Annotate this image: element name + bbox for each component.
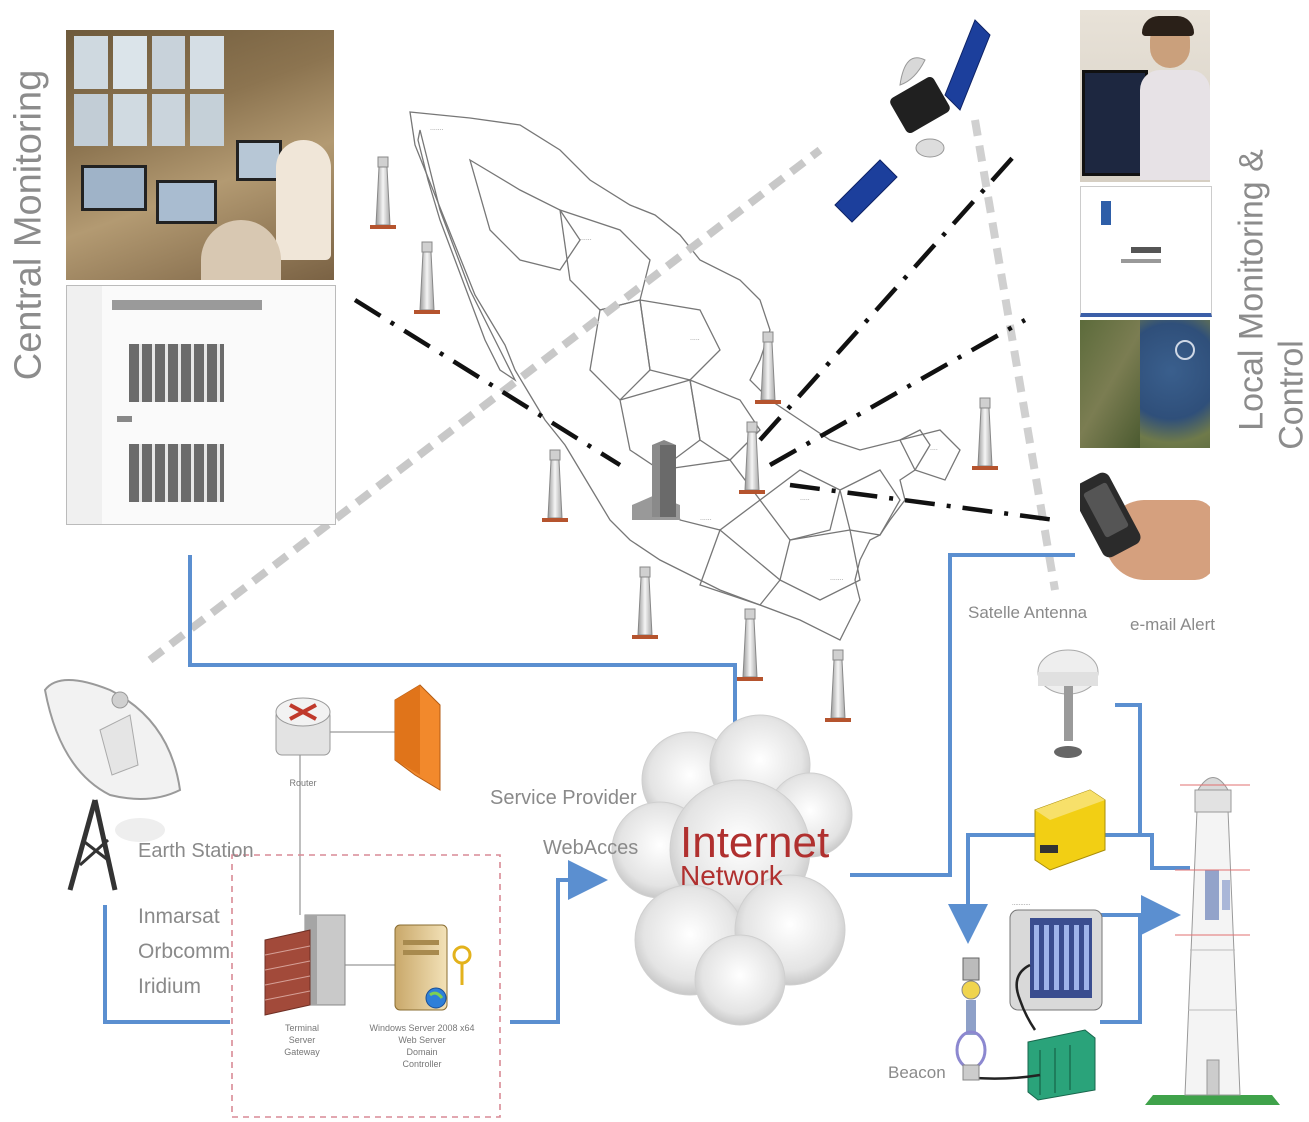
windows-line3: Domain: [406, 1047, 438, 1057]
web-server-icon: [394, 924, 472, 1011]
map-lighthouse-icon: [972, 397, 998, 470]
network-links: [103, 553, 1190, 1024]
radio-links: [353, 153, 1056, 523]
beacon-label: Beacon: [888, 1063, 946, 1082]
beacon-icon: [955, 957, 987, 1081]
webacces-label: WebAcces: [543, 837, 639, 859]
map-lighthouse-icon: [632, 566, 658, 639]
terminal-line3: Gateway: [284, 1047, 320, 1057]
map-lighthouse-icon: [737, 608, 763, 681]
control-room-photo: [66, 30, 334, 280]
windows-server-label: Windows Server 2008 x64 Web Server Domai…: [352, 1022, 492, 1070]
lighthouse-icon: [1145, 777, 1280, 1105]
map-lighthouse-icon: [739, 421, 765, 494]
central-server-tower: [632, 440, 680, 520]
svg-text:...........: ...........: [1012, 901, 1031, 907]
server-room-boundary: [231, 854, 501, 1118]
mexico-map: [409, 111, 961, 641]
central-monitoring-screenshot: [66, 285, 336, 525]
firewall-icon: [394, 684, 441, 791]
local-monitoring-screenshot: [1080, 186, 1212, 317]
map-lighthouse-icon: [542, 449, 568, 522]
inmarsat-label: Inmarsat: [138, 905, 220, 928]
terminal-server-icon: [264, 914, 346, 1016]
map-lighthouse-icon: [755, 331, 781, 404]
earth-station-label: Earth Station: [138, 840, 254, 862]
battery-icon: [1027, 1029, 1096, 1101]
svg-text:.....: .....: [690, 335, 700, 342]
svg-text:.......: .......: [830, 575, 844, 582]
terminal-server-label: Terminal Server Gateway: [262, 1022, 342, 1058]
map-lighthouse-icon: [414, 241, 440, 314]
mobile-phone-photo: [1080, 470, 1210, 588]
satellite-antenna-link: [971, 119, 1059, 591]
svg-text:.......: .......: [430, 125, 444, 132]
email-alert-label: e-mail Alert: [1130, 615, 1216, 634]
windows-line1: Windows Server 2008 x64: [369, 1023, 475, 1033]
satellite-antenna-icon: [1037, 649, 1099, 758]
controller-panel-icon: ...........: [1009, 901, 1103, 1011]
local-operator-photo: [1080, 10, 1210, 182]
map-lighthouses: [370, 156, 998, 722]
windows-line4: Controller: [402, 1059, 442, 1069]
router-icon: [275, 697, 331, 756]
windows-line2: Web Server: [398, 1035, 446, 1045]
map-lighthouse-icon: [370, 156, 396, 229]
network-label: Network: [680, 860, 783, 891]
modem-icon: [1034, 789, 1106, 871]
local-monitoring-heading-line1: Local Monitoring &: [1232, 149, 1271, 431]
svg-text:....: ....: [930, 445, 938, 452]
central-monitoring-heading: Central Monitoring: [7, 69, 50, 381]
terminal-line1: Terminal: [284, 1023, 319, 1033]
svg-text:......: ......: [580, 235, 592, 242]
earth-station-dish-icon: [43, 679, 182, 891]
satellite-icon: [834, 19, 991, 223]
map-lighthouse-icon: [825, 649, 851, 722]
internet-label: Internet: [680, 818, 830, 867]
satellite-antenna-label: Satelle Antenna: [968, 603, 1088, 622]
terminal-line2: Server: [288, 1035, 316, 1045]
local-monitoring-heading-line2: Control: [1272, 340, 1309, 450]
service-provider-label: Service Provider: [490, 787, 637, 809]
internet-cloud: [611, 714, 853, 1026]
orbcomm-label: Orbcomm: [138, 940, 231, 963]
svg-text:.....: .....: [800, 495, 810, 502]
router-label: Router: [289, 778, 317, 788]
iridium-label: Iridium: [138, 975, 202, 998]
satellite-map-image: [1080, 320, 1210, 448]
earth-station-satellite-link: [147, 146, 823, 664]
svg-text:......: ......: [700, 515, 712, 522]
